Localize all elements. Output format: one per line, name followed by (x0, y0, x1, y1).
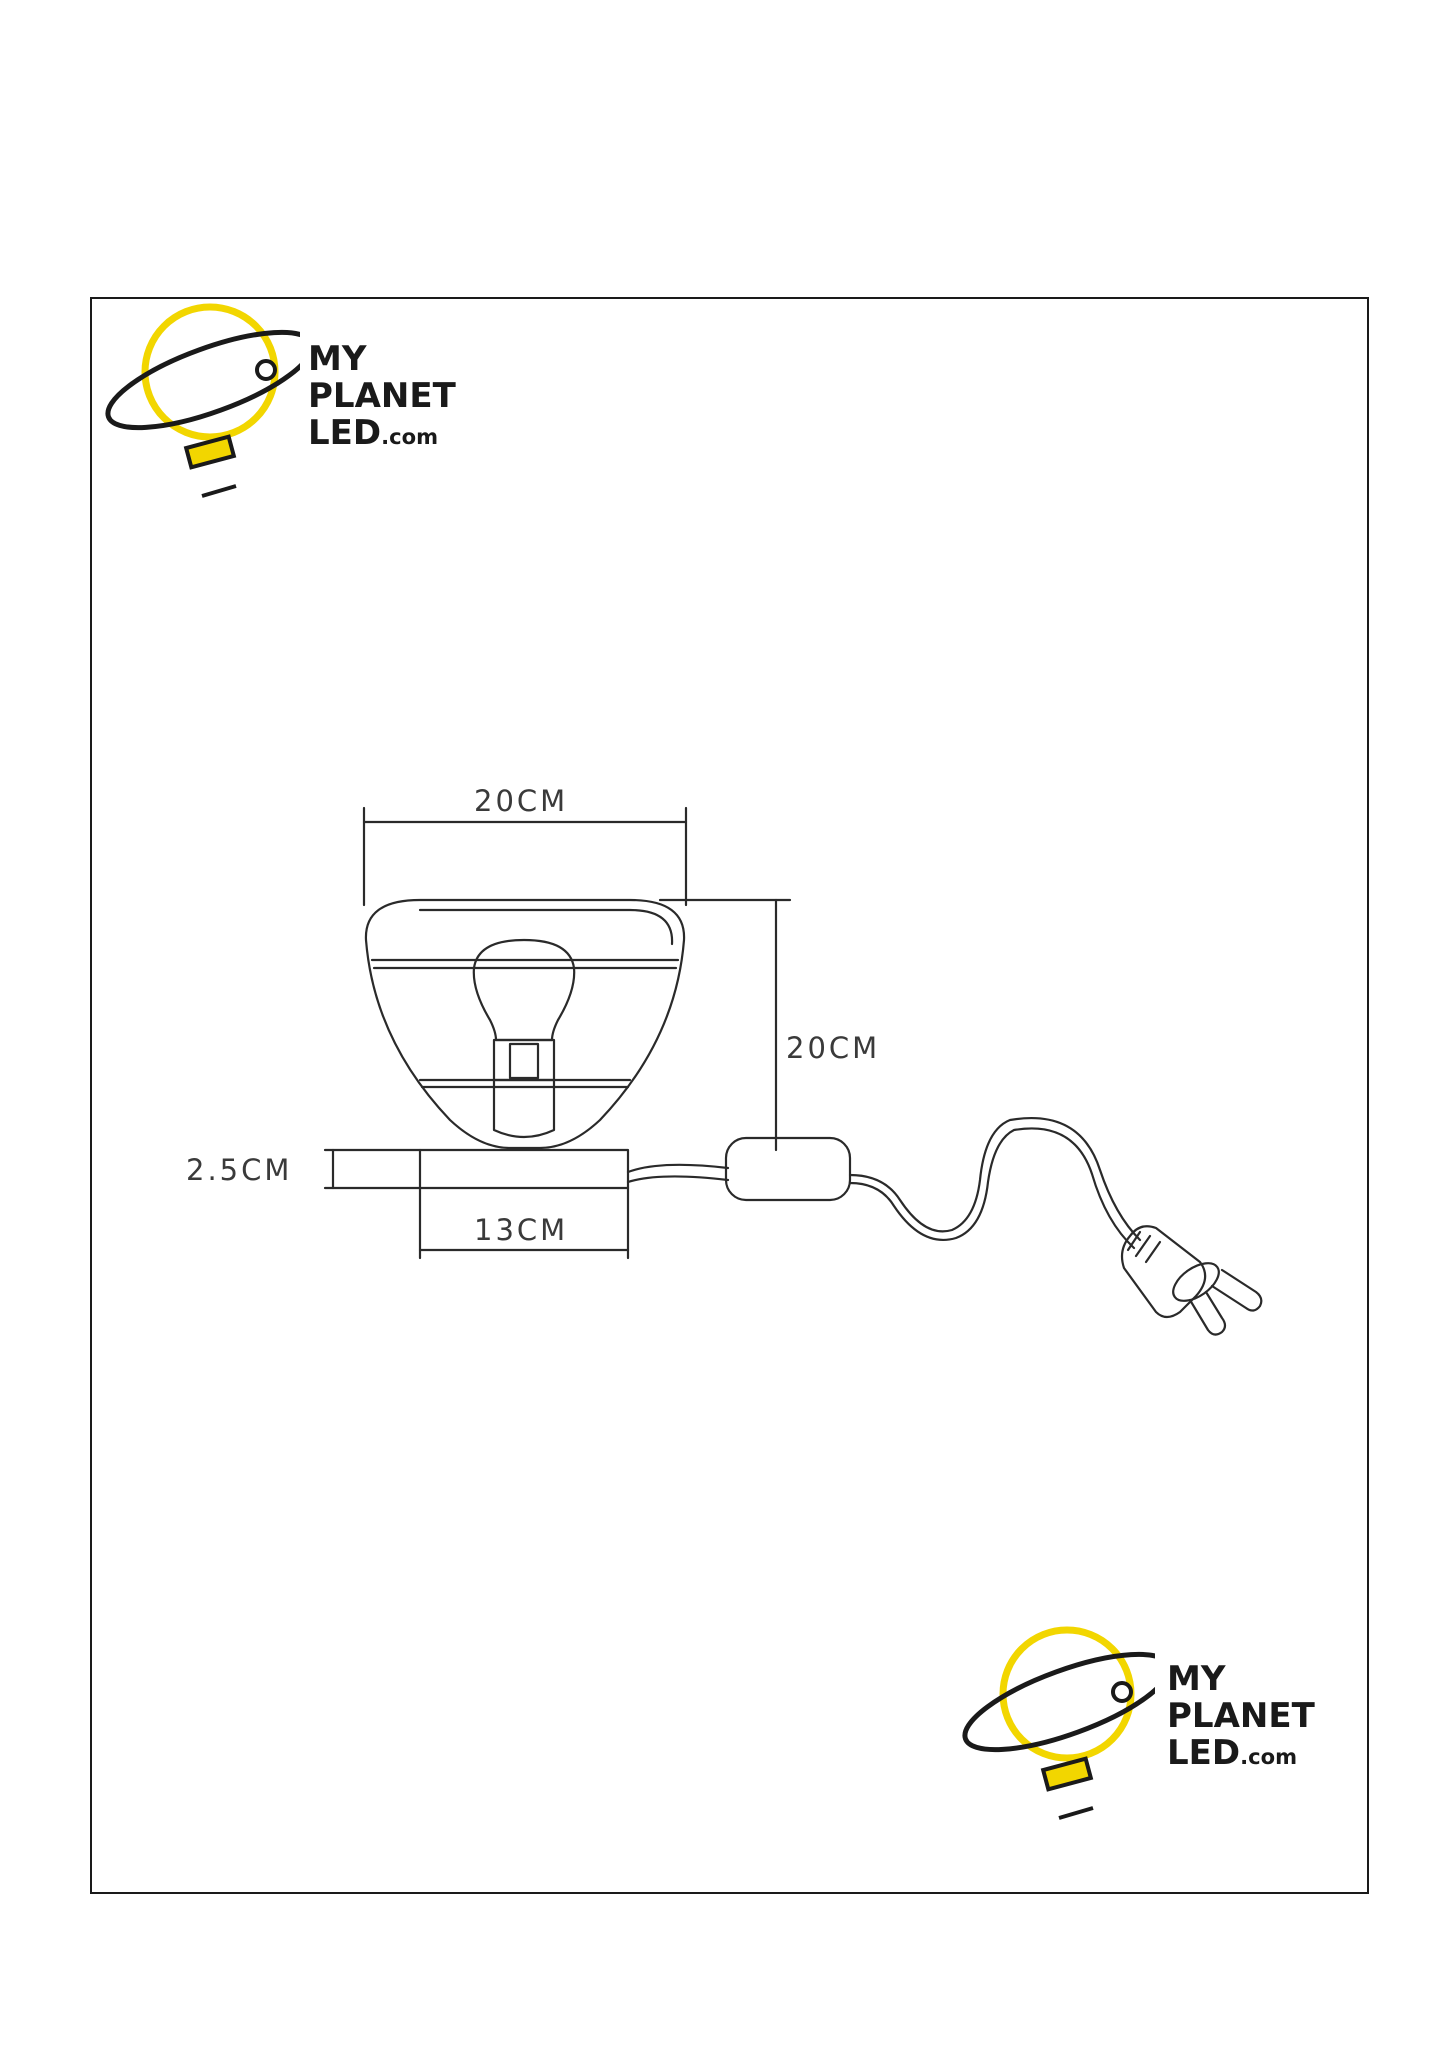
planet-bulb-icon (105, 303, 300, 498)
brand-line-3: LED.com (1167, 1736, 1315, 1770)
brand-logo-top: MY PLANET LED.com (100, 300, 480, 500)
brand-line-1: MY (308, 339, 367, 379)
bulb-socket (492, 1038, 556, 1082)
brand-line-2: PLANET (1167, 1696, 1315, 1736)
planet-bulb-icon (962, 1626, 1155, 1820)
lamp-shade-inner-rim (418, 908, 674, 946)
base-height-label: 2.5CM (186, 1153, 292, 1187)
lamp-base (418, 1148, 630, 1190)
lamp-shade-outline (364, 898, 686, 1150)
brand-line-3: LED.com (308, 416, 456, 450)
base-width-label: 13CM (474, 1213, 568, 1247)
brand-line-3-suffix: .com (1240, 1744, 1298, 1769)
brand-line-2: PLANET (308, 376, 456, 416)
cable-to-plug (848, 1116, 1142, 1242)
brand-logo-bottom: MY PLANET LED.com (955, 1622, 1335, 1822)
brand-line-3-main: LED (1167, 1733, 1241, 1773)
brand-line-3-main: LED (308, 413, 382, 453)
bulb-socket-inner (508, 1042, 540, 1080)
cable-lower (626, 1175, 730, 1184)
brand-wordmark: MY PLANET LED.com (1167, 1662, 1315, 1773)
cable-upper (626, 1163, 730, 1174)
inline-switch (724, 1136, 852, 1202)
brand-line-1: MY (1167, 1659, 1226, 1699)
drawing-frame (90, 297, 1369, 1894)
power-plug-icon (1120, 1225, 1263, 1336)
socket-holder (492, 1078, 556, 1139)
bulb-glass (472, 938, 576, 1042)
shade-width-label: 20CM (474, 784, 568, 818)
brand-wordmark: MY PLANET LED.com (308, 342, 456, 453)
shade-height-label: 20CM (786, 1031, 880, 1065)
cable-to-plug-inner (848, 1127, 1136, 1250)
brand-line-3-suffix: .com (381, 424, 439, 449)
